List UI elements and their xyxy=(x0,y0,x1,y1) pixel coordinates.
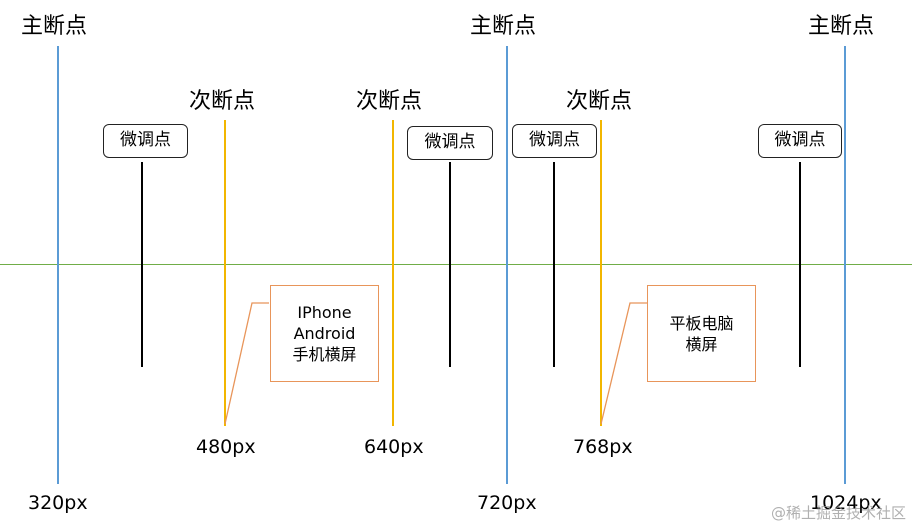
sub-breakpoint-line-768 xyxy=(600,120,602,426)
fine-tune-point-box: 微调点 xyxy=(758,124,842,158)
fine-tune-point-box: 微调点 xyxy=(103,124,188,158)
main-breakpoint-line-720 xyxy=(506,46,508,484)
note-line: 平板电脑 xyxy=(669,313,734,333)
main-breakpoint-px-label: 1024px xyxy=(810,492,882,514)
note-box-phone-landscape: IPhone Android 手机横屏 xyxy=(270,285,379,382)
fine-tune-point-box: 微调点 xyxy=(512,124,597,158)
main-breakpoint-line-1024 xyxy=(844,46,846,484)
sub-breakpoint-px-label: 480px xyxy=(196,436,256,458)
note-line: 手机横屏 xyxy=(292,345,357,364)
fine-tune-line-1 xyxy=(141,162,143,367)
sub-breakpoint-title: 次断点 xyxy=(566,89,633,114)
callout-connector-480 xyxy=(224,302,269,425)
sub-breakpoint-px-label: 768px xyxy=(573,436,633,458)
main-breakpoint-title: 主断点 xyxy=(21,14,88,39)
main-breakpoint-line-320 xyxy=(57,46,59,484)
main-breakpoint-title: 主断点 xyxy=(808,14,875,39)
sub-breakpoint-title: 次断点 xyxy=(189,89,256,114)
sub-breakpoint-line-480 xyxy=(224,120,226,426)
sub-breakpoint-title: 次断点 xyxy=(356,89,423,114)
fine-tune-line-4 xyxy=(799,162,801,367)
callout-connector-768 xyxy=(600,302,647,425)
note-line: IPhone xyxy=(297,303,352,322)
note-line: Android xyxy=(293,324,356,343)
main-breakpoint-px-label: 320px xyxy=(28,492,88,514)
main-breakpoint-title: 主断点 xyxy=(470,14,537,39)
main-breakpoint-px-label: 720px xyxy=(477,492,537,514)
note-box-tablet-landscape: 平板电脑 横屏 xyxy=(647,285,756,382)
fine-tune-line-3 xyxy=(553,162,555,367)
watermark: @稀土掘金技术社区 xyxy=(770,504,906,522)
baseline xyxy=(0,264,912,265)
note-line: 横屏 xyxy=(685,334,718,354)
sub-breakpoint-px-label: 640px xyxy=(364,436,424,458)
sub-breakpoint-line-640 xyxy=(392,120,394,426)
fine-tune-line-2 xyxy=(449,162,451,367)
fine-tune-point-box: 微调点 xyxy=(407,126,493,160)
